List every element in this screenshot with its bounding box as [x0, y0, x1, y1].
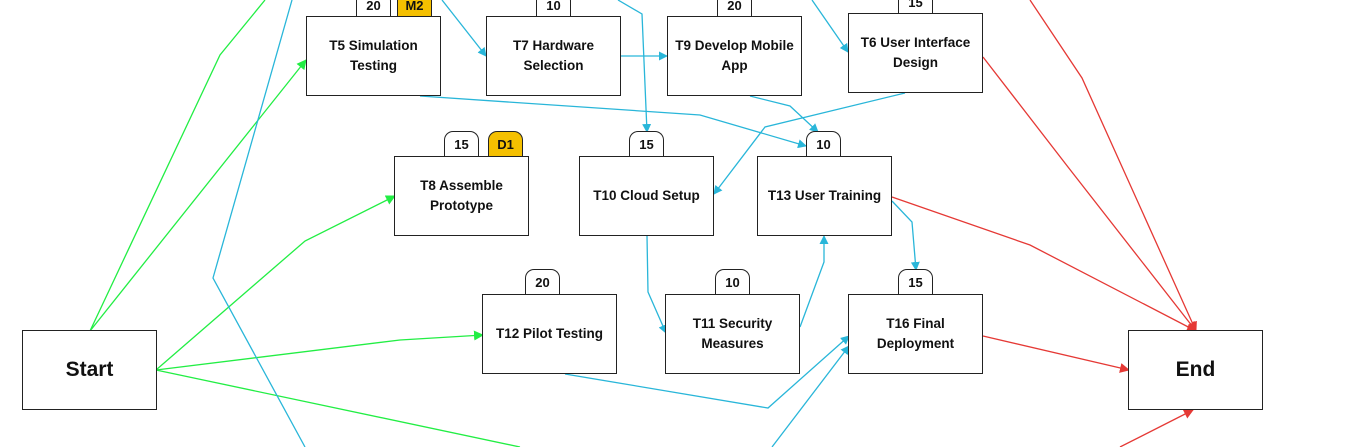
node-end[interactable]: End — [1128, 330, 1263, 410]
edge-top-t10 — [617, 0, 652, 133]
edge-t9-t13 — [749, 95, 819, 133]
edge-t11-t13 — [799, 235, 829, 328]
node-t13-label: T13 User Training — [767, 187, 882, 203]
node-t5[interactable]: T5 Simulation Testing — [306, 16, 441, 96]
edge-bottom-end — [1119, 409, 1194, 447]
node-t5-label: T5 Simulation Testing — [329, 37, 418, 73]
node-t12[interactable]: T12 Pilot Testing — [482, 294, 617, 374]
node-t6-label: T6 User Interface Design — [860, 34, 971, 70]
node-t13[interactable]: T13 User Training — [757, 156, 892, 236]
duration-tag-t12: 20 — [525, 269, 560, 295]
duration-tag-t8: 15 — [444, 131, 479, 157]
node-t11-label: T11 Security Measures — [692, 315, 773, 351]
node-start-label: Start — [65, 358, 114, 382]
duration-tag-t10: 15 — [629, 131, 664, 157]
duration-tag-t6: 15 — [898, 0, 933, 15]
edge-top-left-long — [212, 0, 306, 447]
marker-tag-m2: M2 — [397, 0, 432, 18]
node-t9[interactable]: T9 Develop Mobile App — [667, 16, 802, 96]
duration-tag-t13: 10 — [806, 131, 841, 157]
edge-start-offtop — [89, 0, 266, 332]
edge-t6-t10 — [713, 92, 906, 195]
node-t16-label: T16 Final Deployment — [876, 315, 955, 351]
node-t10[interactable]: T10 Cloud Setup — [579, 156, 714, 236]
node-t8[interactable]: T8 Assemble Prototype — [394, 156, 529, 236]
node-t9-label: T9 Develop Mobile App — [675, 37, 794, 73]
duration-tag-t7: 10 — [536, 0, 571, 18]
edge-t16-end — [982, 335, 1130, 373]
edge-t12-t16 — [564, 335, 850, 409]
node-end-label: End — [1175, 358, 1216, 382]
node-t7[interactable]: T7 Hardware Selection — [486, 16, 621, 96]
edge-t13-end — [891, 196, 1197, 332]
node-t8-label: T8 Assemble Prototype — [420, 177, 503, 213]
duration-tag-t9: 20 — [717, 0, 752, 18]
node-t10-label: T10 Cloud Setup — [593, 187, 700, 203]
marker-tag-d1: D1 — [488, 131, 523, 157]
node-t6[interactable]: T6 User Interface Design — [848, 13, 983, 93]
edge-start-t5 — [89, 59, 307, 332]
edge-top-t6 — [811, 0, 849, 53]
edge-t13-t16 — [891, 200, 920, 271]
node-t16[interactable]: T16 Final Deployment — [848, 294, 983, 374]
duration-tag-t5: 20 — [356, 0, 391, 18]
edge-t6-end — [982, 56, 1197, 332]
node-start[interactable]: Start — [22, 330, 157, 410]
edge-t5-t7 — [441, 0, 487, 57]
edge-start-t8 — [155, 195, 396, 371]
duration-tag-t16: 15 — [898, 269, 933, 295]
node-t12-label: T12 Pilot Testing — [495, 325, 603, 341]
duration-tag-t11: 10 — [715, 269, 750, 295]
edge-start-offbottom — [155, 369, 521, 447]
node-t11[interactable]: T11 Security Measures — [665, 294, 800, 374]
edge-t5-t13 — [419, 95, 807, 149]
node-t7-label: T7 Hardware Selection — [512, 37, 595, 73]
edge-start-t12 — [155, 330, 484, 371]
edge-bottom-t16 — [771, 345, 850, 447]
edge-t10-t11 — [646, 235, 667, 334]
edge-top-end — [1029, 0, 1197, 332]
